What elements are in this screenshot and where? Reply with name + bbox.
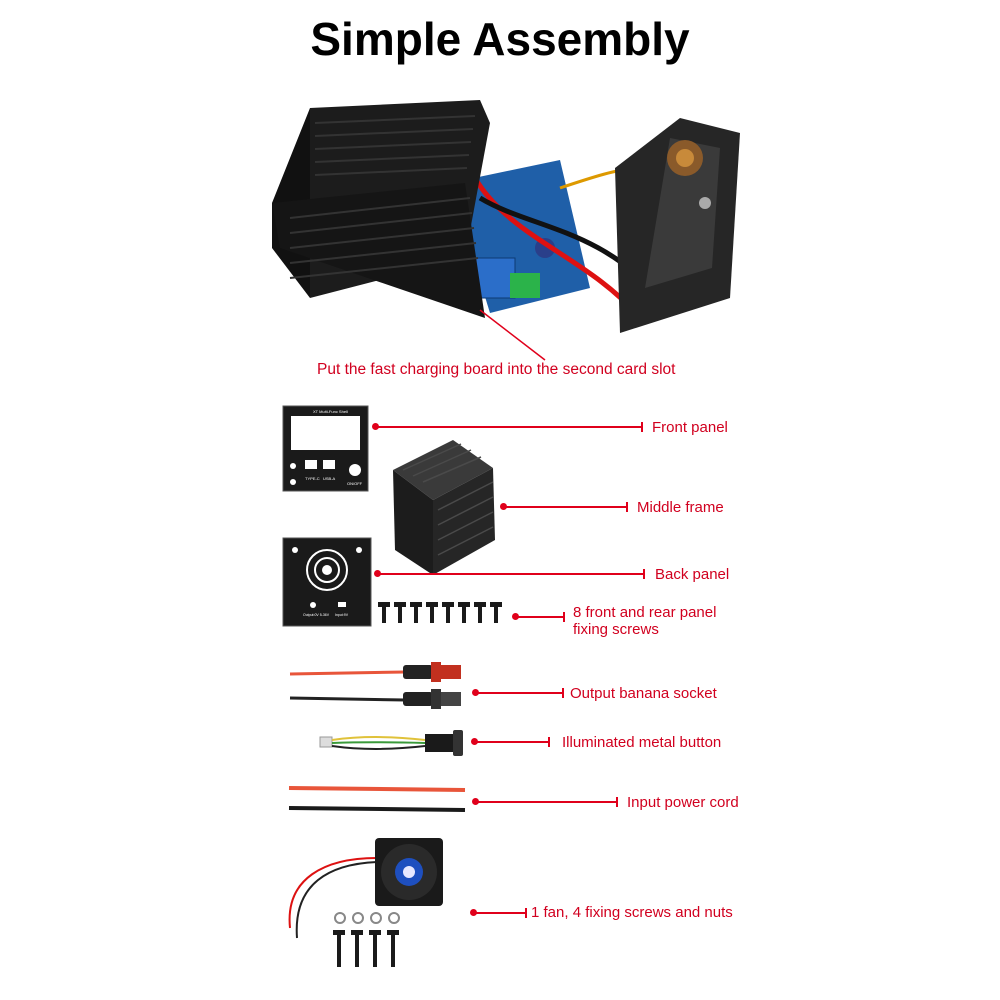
metal-button-tick — [548, 737, 550, 747]
label-power-cord: Input power cord — [627, 794, 739, 811]
middle-frame-image — [393, 440, 495, 575]
main-caption: Put the fast charging board into the sec… — [317, 361, 676, 378]
front-panel-text: XT Multi-Func Shell — [313, 409, 348, 414]
on-off-text: ON/OFF — [347, 481, 363, 486]
fan-kit-leader — [476, 912, 525, 914]
back-panel-pointer — [374, 570, 381, 577]
back-panel-image: Output:0V 5-36V Input:9V — [282, 537, 372, 627]
label-screws-line2: fixing screws — [573, 621, 659, 638]
front-panel-pointer — [372, 423, 379, 430]
metal-button-image — [319, 730, 463, 756]
middle-frame-pointer — [500, 503, 507, 510]
banana-socket-image — [289, 662, 461, 709]
metal-button-pointer — [471, 738, 478, 745]
back-panel-tick — [643, 569, 645, 579]
label-banana-socket: Output banana socket — [570, 685, 717, 702]
front-panel-leader — [378, 426, 642, 428]
label-fan-kit: 1 fan, 4 fixing screws and nuts — [531, 904, 733, 921]
label-back-panel: Back panel — [655, 566, 730, 583]
power-cord-tick — [616, 797, 618, 807]
fan-kit-image — [288, 838, 443, 967]
back-panel-right-text: Input:9V — [335, 613, 349, 617]
label-metal-button: Illuminated metal button — [562, 734, 722, 751]
banana-socket-pointer — [472, 689, 479, 696]
label-front-panel: Front panel — [652, 419, 728, 436]
power-cord-leader — [478, 801, 616, 803]
power-cord-pointer — [472, 798, 479, 805]
page-title: Simple Assembly — [310, 13, 690, 65]
label-middle-frame: Middle frame — [637, 499, 724, 516]
back-panel-leader — [380, 573, 643, 575]
front-panel-image: XT Multi-Func Shell TYPE-C USB-A ON/OFF — [282, 405, 369, 492]
fan-kit-tick — [525, 908, 527, 918]
fan-kit-pointer — [470, 909, 477, 916]
screws-pointer — [512, 613, 519, 620]
middle-frame-tick — [626, 502, 628, 512]
screws-tick — [563, 612, 565, 622]
panel-screws-image — [378, 602, 502, 623]
label-screws-line1: 8 front and rear panel — [573, 604, 717, 621]
banana-socket-leader — [478, 692, 562, 694]
assembly-illustration — [272, 100, 740, 361]
power-cord-image — [288, 786, 466, 812]
banana-socket-tick — [562, 688, 564, 698]
usb-a-text: USB-A — [323, 476, 336, 481]
type-c-text: TYPE-C — [305, 476, 320, 481]
front-panel-tick — [641, 422, 643, 432]
metal-button-leader — [477, 741, 548, 743]
back-panel-left-text: Output:0V 5-36V — [303, 613, 330, 617]
screws-leader — [518, 616, 564, 618]
middle-frame-leader — [506, 506, 626, 508]
